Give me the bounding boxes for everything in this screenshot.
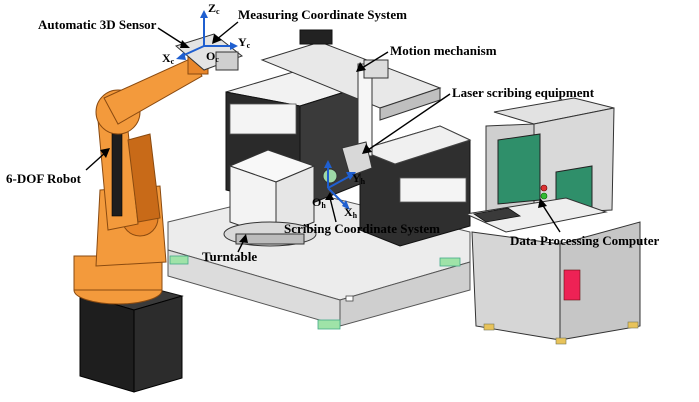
- computer-desk: [464, 197, 608, 233]
- axis-label-oh: Oh: [312, 195, 326, 210]
- robot-upper-arm: [103, 57, 203, 125]
- leader-laser-head: [362, 144, 372, 154]
- leader-scribing: [329, 197, 337, 223]
- label-scribing-coordinate-system: Scribing Coordinate System: [284, 221, 440, 236]
- platform-foot: [317, 319, 341, 330]
- platform-foot: [169, 255, 189, 265]
- leader-laser: [367, 93, 451, 151]
- computer-button-green: [540, 192, 548, 200]
- computer-lower-side: [559, 221, 641, 341]
- computer-keyboard: [472, 207, 522, 223]
- motion-column-carriage: [363, 59, 389, 79]
- scribing-axis-x-arrow: [342, 200, 350, 210]
- label-motion-mechanism: Motion mechanism: [390, 43, 497, 58]
- computer-vent: [563, 269, 581, 301]
- computer-foot: [483, 323, 495, 331]
- robot-arm-slot: [111, 129, 123, 217]
- axis-label-yh: Yh: [352, 171, 366, 186]
- label-laser-scribing-equipment: Laser scribing equipment: [452, 85, 595, 100]
- gantry-right-panel: [399, 177, 467, 203]
- measuring-axis-x: [181, 45, 205, 57]
- measuring-axis-y-arrow: [230, 42, 238, 50]
- axis-label-zc: Zc: [208, 1, 220, 16]
- leader-measuring-head: [212, 34, 222, 44]
- label-automatic-3d-sensor: Automatic 3D Sensor: [38, 17, 157, 32]
- axis-label-oc: Oc: [206, 49, 219, 64]
- leader-computer-head: [538, 198, 547, 208]
- measuring-axis-z-arrow: [200, 10, 208, 18]
- platform-foot: [439, 257, 461, 267]
- axis-label-xc: Xc: [162, 51, 175, 66]
- leader-scribing-head: [325, 192, 334, 200]
- laser-lens: [322, 168, 338, 184]
- leader-sensor-head: [180, 40, 190, 48]
- measuring-axis-x-arrow: [176, 52, 186, 60]
- label-turntable: Turntable: [202, 249, 258, 264]
- workpiece-right: [275, 165, 315, 239]
- leader-turntable-head: [239, 234, 248, 243]
- label-measuring-coordinate-system: Measuring Coordinate System: [238, 7, 407, 22]
- cable-chain: [299, 29, 333, 45]
- leader-robot: [85, 151, 107, 171]
- label-6dof-robot: 6-DOF Robot: [6, 171, 81, 186]
- sensor-lens: [215, 51, 239, 71]
- axis-label-yc: Yc: [238, 35, 251, 50]
- scribing-axis-z-arrow: [324, 160, 332, 168]
- robot-pedestal-left: [79, 293, 135, 393]
- computer-foot: [555, 337, 567, 345]
- gantry-right-top: [358, 125, 472, 165]
- platform-front: [339, 261, 471, 327]
- scribing-axis-x: [327, 187, 347, 207]
- leader-motion-head: [356, 62, 366, 72]
- scribing-axis-y: [327, 175, 351, 189]
- gantry-rail: [229, 103, 297, 135]
- robot-counterweight: [127, 133, 161, 223]
- axis-label-xh: Xh: [344, 205, 358, 220]
- leader-motion: [361, 51, 389, 69]
- turntable-base: [235, 233, 305, 245]
- label-data-processing-computer: Data Processing Computer: [510, 233, 660, 248]
- computer-foot: [627, 321, 639, 329]
- computer-button-red: [540, 184, 548, 192]
- leader-measuring: [215, 21, 239, 41]
- platform-marker: [345, 295, 354, 302]
- leader-robot-head: [100, 148, 110, 158]
- scribing-axis-y-arrow: [346, 172, 356, 180]
- leader-computer: [541, 203, 561, 233]
- robot-pedestal-right: [133, 295, 183, 393]
- computer-screen: [497, 133, 541, 205]
